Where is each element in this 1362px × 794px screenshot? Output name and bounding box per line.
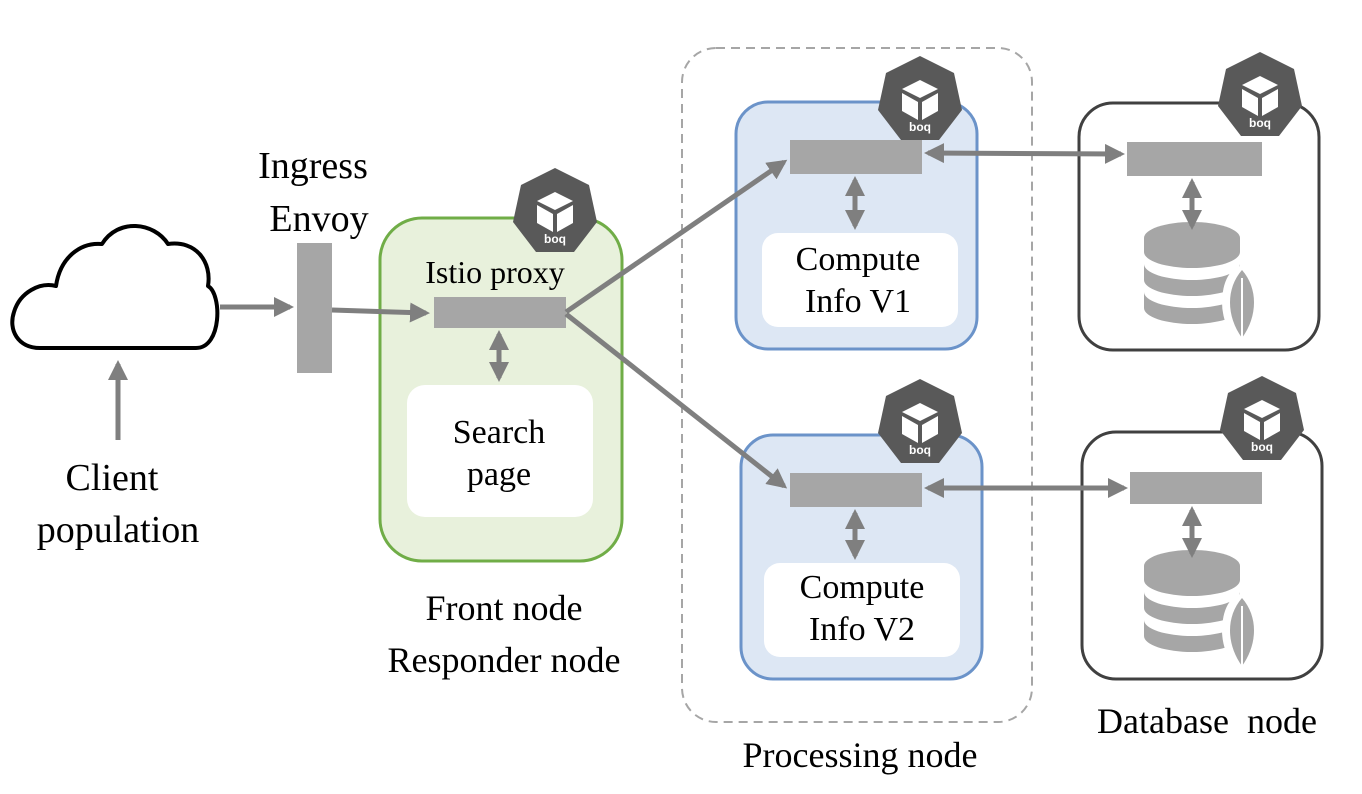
svg-text:boq: boq	[909, 120, 931, 134]
cloud-icon	[10, 224, 220, 350]
arrow-ingress-to-proxy	[331, 302, 430, 323]
processing-node-caption: Processing node	[743, 735, 978, 775]
processing-node-container	[681, 47, 1033, 723]
search-page-label-line1: Search	[453, 414, 546, 451]
search-page-box	[407, 385, 593, 517]
ingress-label-line1: Ingress	[258, 145, 368, 187]
compute-v2-box	[764, 563, 960, 657]
boq-badge-v1: boq	[878, 56, 962, 140]
boq-badge-front: boq	[513, 168, 597, 252]
client-label-line1: Client	[66, 457, 159, 499]
svg-text:boq: boq	[1251, 440, 1273, 454]
arrow-v1-to-db1	[924, 143, 1125, 164]
compute-v2-label-line2: Info V2	[809, 611, 915, 648]
front-node-caption-line1: Front node	[426, 588, 583, 628]
boq-badge-db1: boq	[1218, 52, 1302, 136]
compute-v1-box	[762, 233, 958, 327]
svg-text:boq: boq	[909, 443, 931, 457]
arrow-proxy-to-v1	[564, 159, 788, 315]
search-page-label-line2: page	[467, 456, 531, 493]
v2-proxy-bar	[790, 473, 922, 507]
istio-proxy-label: Istio proxy	[425, 254, 565, 290]
database-node-caption: Database node	[1097, 701, 1317, 741]
db2-proxy-bar	[1130, 472, 1262, 504]
boq-badge-db2: boq	[1220, 376, 1304, 460]
front-node-caption-line2: Responder node	[388, 640, 621, 680]
v1-proxy-bar	[790, 140, 922, 174]
svg-text:boq: boq	[544, 232, 566, 246]
ingress-envoy-bar	[297, 243, 332, 373]
front-proxy-bar	[434, 297, 566, 328]
svg-text:boq: boq	[1249, 116, 1271, 130]
db1-proxy-bar	[1127, 142, 1262, 176]
compute-v2-label-line1: Compute	[800, 569, 925, 606]
client-label-line2: population	[37, 509, 200, 551]
compute-v1-label-line2: Info V1	[805, 283, 911, 320]
compute-v1-label-line1: Compute	[796, 241, 921, 278]
arrow-proxy-to-v2	[564, 312, 788, 489]
boq-badge-v2: boq	[878, 379, 962, 463]
ingress-label-line2: Envoy	[269, 198, 368, 240]
